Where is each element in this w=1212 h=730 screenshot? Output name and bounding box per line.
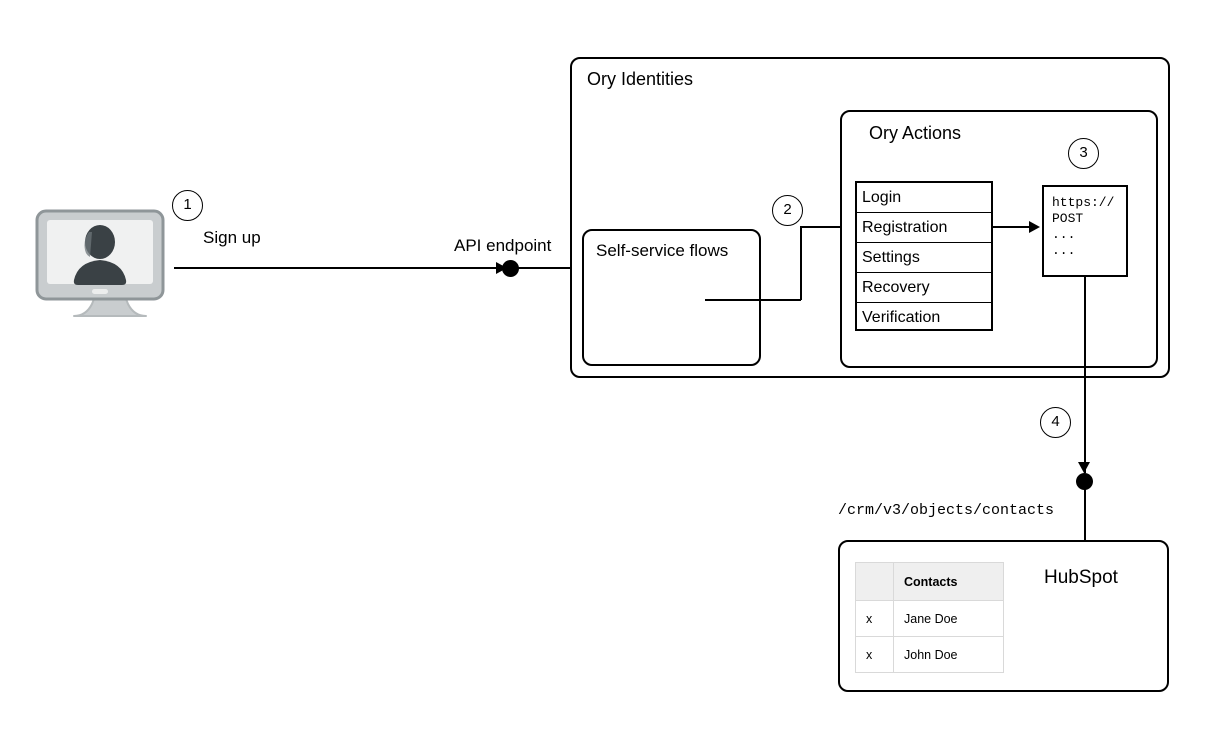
hubspot-endpoint-node <box>1076 473 1093 490</box>
ory-actions-title: Ory Actions <box>869 123 962 143</box>
hubspot-row-marker: x <box>855 600 894 637</box>
signup-arrow-head <box>496 261 507 274</box>
api-endpoint-label: API endpoint <box>454 236 552 255</box>
hubspot-table-header-cell <box>855 562 894 601</box>
webhook-arrow-head <box>1029 220 1040 233</box>
hubspot-contact-name: John Doe <box>893 636 1004 673</box>
hubspot-arrow-head <box>1078 462 1090 473</box>
hubspot-endpoint-stub <box>1084 489 1086 541</box>
hubspot-table-header-row: Contacts <box>855 562 1004 601</box>
webhook-code-box: https://POST...... <box>1042 185 1128 277</box>
step-marker-4: 4 <box>1040 407 1071 438</box>
hubspot-path-label: /crm/v3/objects/contacts <box>838 502 1055 519</box>
self-service-flows-box <box>582 229 761 366</box>
hubspot-table-head: Contacts <box>855 562 1004 601</box>
monitor-user-icon <box>34 208 166 331</box>
hubspot-contact-name: Jane Doe <box>893 600 1004 637</box>
flow-item-registration[interactable]: Registration <box>857 213 991 243</box>
self-service-flows-title: Self-service flows <box>596 241 729 260</box>
flow-connector-segment-1 <box>705 299 801 301</box>
flow-item-recovery[interactable]: Recovery <box>857 273 991 303</box>
flow-connector-segment-2 <box>800 226 802 300</box>
flow-item-login[interactable]: Login <box>857 183 991 213</box>
hubspot-title: HubSpot <box>1044 567 1118 588</box>
ory-identities-title: Ory Identities <box>587 69 694 89</box>
api-endpoint-node <box>502 260 519 277</box>
flow-item-settings[interactable]: Settings <box>857 243 991 273</box>
webhook-arrow-line <box>993 226 1031 228</box>
webhook-code-line-2: POST <box>1052 211 1084 226</box>
webhook-code-line-4: ... <box>1052 243 1076 258</box>
webhook-code-line-1: https:// <box>1052 195 1115 210</box>
sign-up-label: Sign up <box>203 228 261 247</box>
api-endpoint-stub <box>518 267 574 269</box>
hubspot-table-header-cell: Contacts <box>893 562 1004 601</box>
hubspot-arrow-line <box>1084 277 1086 473</box>
flow-item-verification[interactable]: Verification <box>862 309 941 326</box>
step-marker-1: 1 <box>172 190 203 221</box>
webhook-code-line-3: ... <box>1052 227 1076 242</box>
flow-connector-segment-3 <box>800 226 845 228</box>
step-marker-2: 2 <box>772 195 803 226</box>
hubspot-row-marker: x <box>855 636 894 673</box>
signup-arrow-line <box>174 267 496 269</box>
step-marker-3: 3 <box>1068 138 1099 169</box>
